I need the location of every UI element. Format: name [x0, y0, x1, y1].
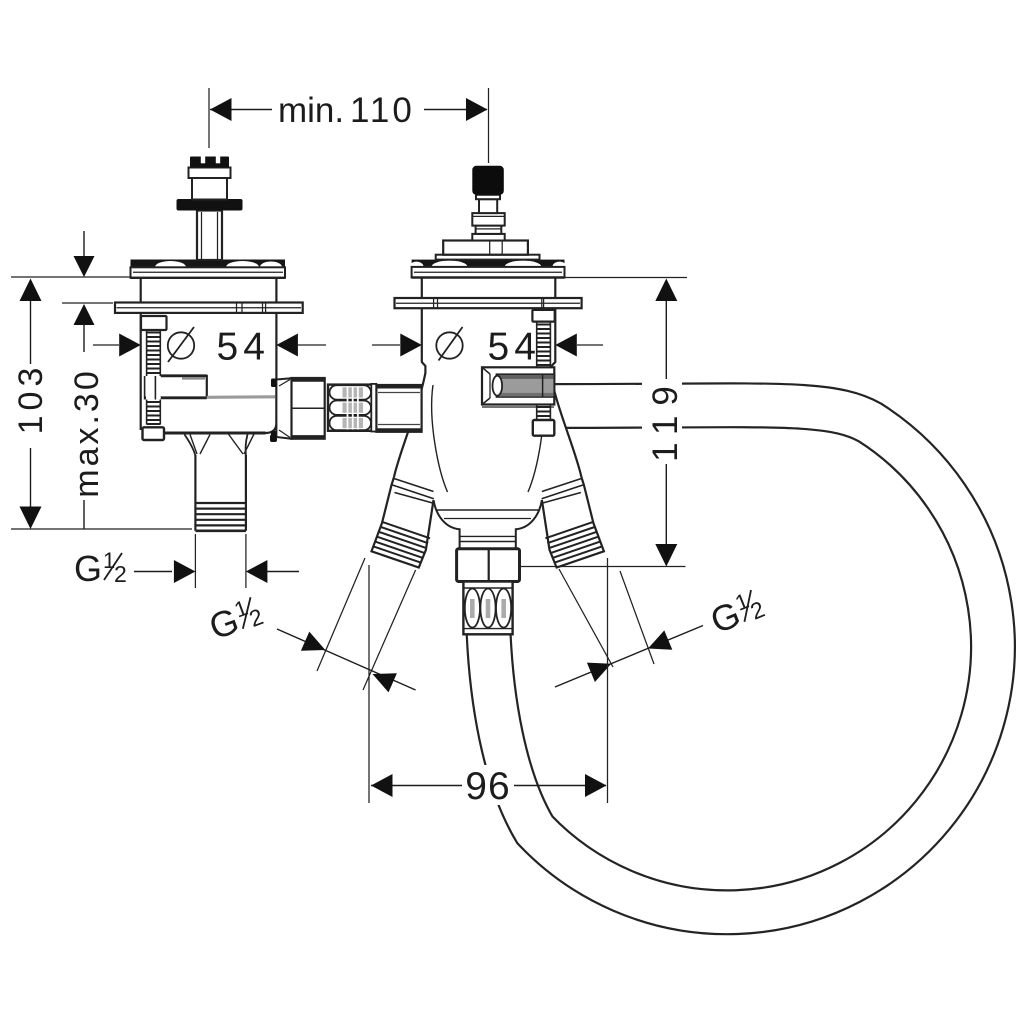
- svg-text:G: G: [74, 548, 102, 589]
- svg-text:103: 103: [12, 363, 50, 435]
- svg-text:119: 119: [646, 376, 685, 462]
- svg-text:96: 96: [465, 765, 510, 808]
- svg-text:110: 110: [350, 91, 415, 130]
- svg-text:54: 54: [217, 326, 270, 369]
- svg-text:min.: min.: [278, 91, 344, 130]
- svg-text:2: 2: [114, 561, 127, 587]
- svg-text:max.30: max.30: [68, 368, 106, 498]
- svg-text:54: 54: [488, 326, 541, 369]
